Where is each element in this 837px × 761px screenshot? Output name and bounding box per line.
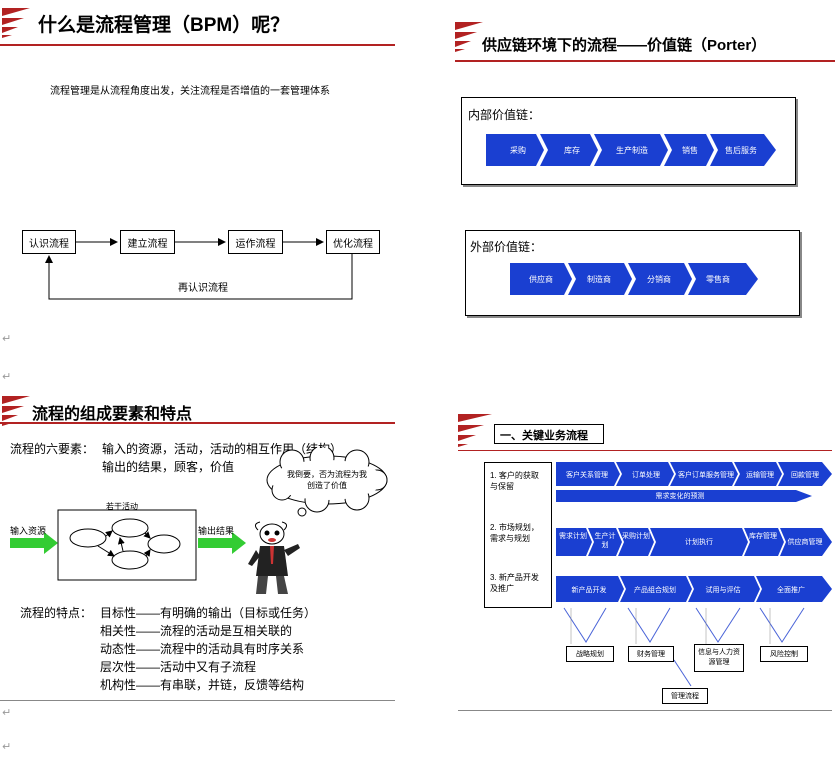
- process-transport: 运输管理: [746, 472, 774, 479]
- six-elements-prefix: 流程的六要素：: [10, 442, 95, 456]
- process-category-label: 1. 客户的获取与保留: [490, 471, 539, 491]
- feature-item: 层次性——活动中又有子流程: [100, 660, 257, 674]
- slide2-rule: [455, 60, 835, 62]
- slide4-rule: [458, 450, 832, 451]
- chain-item-sales: 销售: [682, 146, 698, 155]
- external-value-chain-chevrons: [510, 263, 758, 295]
- process-portfolio: 产品组合规划: [634, 587, 676, 594]
- process-rollout: 全面推广: [777, 587, 805, 594]
- process-trial: 试用与评估: [705, 587, 741, 594]
- logo-stripes-icon: [455, 22, 483, 52]
- paragraph-mark-icon: ↵: [2, 706, 12, 719]
- flow-step-establish: 建立流程: [120, 230, 175, 254]
- slide3-title: 流程的组成要素和特点: [32, 406, 193, 423]
- logo-stripes-icon: [2, 396, 30, 426]
- flow-step-operate: 运作流程: [228, 230, 283, 254]
- process-demand-forecast: 需求变化的预测: [655, 493, 705, 500]
- feature-item: 机构性——有串联，并链，反馈等结构: [100, 678, 305, 692]
- management-process-box: 管理流程: [662, 688, 708, 704]
- slide1-title: 什么是流程管理（BPM）呢？: [38, 15, 290, 36]
- paragraph-mark-icon: ↵: [2, 332, 12, 345]
- process-crm: 客户关系管理: [566, 472, 608, 479]
- process-order-service: 客户订单服务管理: [678, 472, 734, 479]
- six-elements-line1: 输入的资源，活动，活动的相互作用（结构）: [102, 442, 343, 456]
- process-order: 订单处理: [632, 472, 660, 479]
- support-finance: 财务管理: [628, 646, 674, 662]
- process-inventory: 库存管理: [749, 533, 777, 540]
- external-value-chain-label: 外部价值链：: [470, 240, 543, 254]
- process-category-label: 2. 市场规划，需求与规划: [490, 523, 539, 543]
- internal-value-chain-panel: [461, 97, 796, 185]
- chain-item-distributor: 分销商: [647, 275, 671, 284]
- flow-loop-label: 再认识流程: [178, 283, 228, 294]
- feature-item: 动态性——流程中的活动具有时序关系: [100, 642, 305, 656]
- process-collection: 回款管理: [791, 472, 819, 479]
- feature-item: 目标性——有明确的输出（目标或任务）: [100, 606, 317, 620]
- slide1-subtitle: 流程管理是从流程角度出发，关注流程是否增值的一套管理体系: [50, 86, 330, 97]
- left-labels-panel: [484, 462, 552, 608]
- slide4-bottom-rule: [458, 710, 832, 711]
- speech-bubble-text: 我倒要，否为流程为我创造了价值: [287, 470, 367, 490]
- chain-item-supplier: 供应商: [529, 275, 553, 284]
- process-demand-plan: 需求计划: [559, 533, 587, 540]
- support-funnels: [563, 607, 805, 687]
- slide2-title: 供应链环境下的流程——价值链（Porter）: [482, 37, 767, 54]
- features-prefix: 流程的特点：: [20, 606, 93, 620]
- six-elements-line2: 输出的结果，顾客，价值: [102, 460, 235, 474]
- process-diagram: [10, 509, 246, 581]
- logo-stripes-icon: [458, 414, 492, 447]
- chain-item-procurement: 采购: [510, 146, 526, 155]
- cartoon-man-icon: [248, 521, 300, 594]
- support-risk: 风险控制: [760, 646, 808, 662]
- chain-item-after-sales: 售后服务: [725, 146, 757, 155]
- support-info-hr: 信息与人力资源管理: [694, 644, 744, 672]
- process-purchase-plan: 采购计划: [622, 533, 650, 540]
- internal-value-chain-label: 内部价值链：: [468, 108, 541, 122]
- paragraph-mark-icon: ↵: [2, 740, 12, 753]
- feature-item: 相关性——流程的活动是互相关联的: [100, 624, 293, 638]
- chain-item-inventory: 库存: [564, 146, 580, 155]
- process-category-label: 3. 新产品开发及推广: [490, 573, 539, 593]
- activities-label: 若干活动: [106, 502, 138, 511]
- logo-stripes-icon: [2, 8, 30, 38]
- output-results-label: 输出结果: [198, 526, 235, 536]
- process-supplier: 供应商管理: [787, 539, 823, 546]
- support-strategy: 战略规划: [566, 646, 614, 662]
- input-resources-label: 输入资源: [10, 526, 47, 536]
- slide1-rule: [0, 44, 395, 46]
- chain-item-manufacturer: 制造商: [587, 275, 611, 284]
- internal-value-chain-chevrons: [486, 134, 776, 166]
- key-process-chevrons: [556, 462, 832, 602]
- process-production-plan: 生产计划: [594, 533, 616, 549]
- flow-step-recognize: 认识流程: [22, 230, 76, 254]
- speech-bubble-cloud: [266, 448, 388, 517]
- external-value-chain-panel: [465, 230, 800, 316]
- chain-item-manufacturing: 生产制造: [616, 146, 648, 155]
- chain-item-retailer: 零售商: [706, 275, 730, 284]
- slide4-title: 一、关键业务流程: [500, 430, 588, 442]
- flow-step-optimize: 优化流程: [326, 230, 380, 254]
- slide3-bottom-rule: [0, 700, 395, 701]
- process-plan-execution: 计划执行: [685, 539, 713, 546]
- slide3-rule: [0, 422, 395, 424]
- paragraph-mark-icon: ↵: [2, 370, 12, 383]
- process-new-product: 新产品开发: [571, 587, 607, 594]
- slide4-title-box: [494, 424, 604, 444]
- slide1-flow-connectors: [45, 238, 353, 300]
